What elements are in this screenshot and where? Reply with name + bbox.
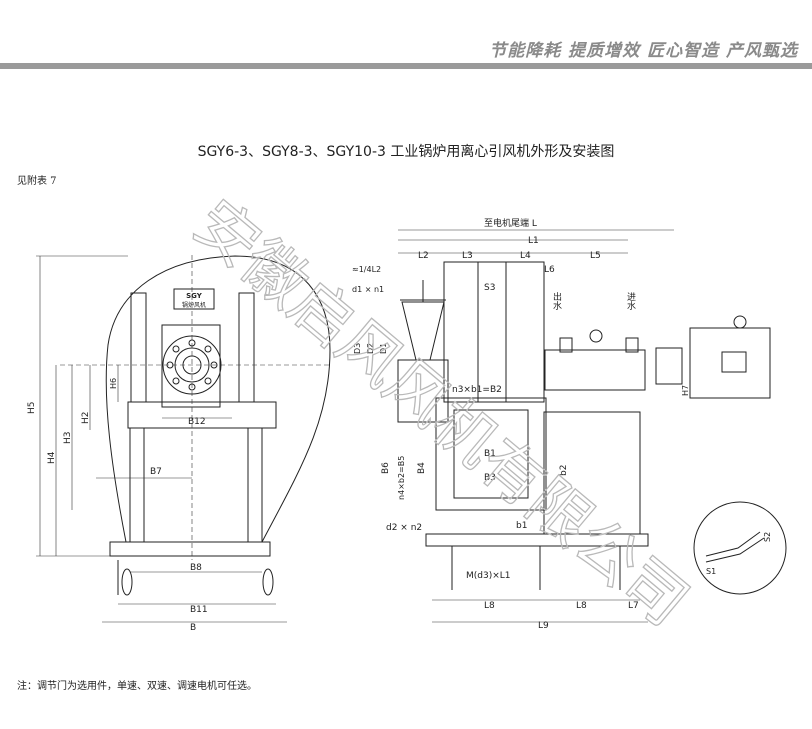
side-view: 至电机尾端 L L1 L2 L3 L4 L5 L6 ≈1/4L2 d1 × n1… bbox=[352, 217, 771, 631]
dim-D1: D1 bbox=[379, 343, 388, 354]
dim-d1n1: d1 × n1 bbox=[352, 285, 384, 294]
dim-n4b2: n4×b2=B5 bbox=[397, 456, 406, 500]
dim-H4: H4 bbox=[47, 451, 57, 464]
dim-L6: L6 bbox=[544, 265, 555, 275]
label-S3: S3 bbox=[484, 283, 495, 293]
dim-B1: B1 bbox=[484, 449, 496, 459]
hub-bolt bbox=[172, 377, 180, 385]
dim-B12: B12 bbox=[188, 417, 206, 427]
side-base bbox=[425, 533, 649, 547]
dim-B7: B7 bbox=[150, 467, 162, 477]
dim-L3: L3 bbox=[462, 251, 473, 261]
page-title: SGY6-3、SGY8-3、SGY10-3 工业锅炉用离心引风机外形及安装图 bbox=[197, 144, 615, 160]
detail-view: S1 S2 bbox=[693, 501, 787, 595]
front-stand-right bbox=[247, 427, 263, 543]
dim-b1: b1 bbox=[516, 521, 527, 531]
hub-bolt bbox=[204, 377, 212, 385]
dim-L9: L9 bbox=[538, 621, 549, 631]
dim-H2: H2 bbox=[81, 412, 91, 425]
dim-H3: H3 bbox=[63, 432, 73, 445]
front-stand-left bbox=[129, 427, 145, 543]
anchor-hook-right bbox=[262, 568, 274, 596]
footnote: 注：调节门为选用件，单速、双速、调速电机可任选。 bbox=[17, 681, 257, 692]
dim-B4: B4 bbox=[417, 462, 427, 474]
label-outlet-water: 出水 bbox=[551, 291, 562, 310]
dim-B3: B3 bbox=[484, 473, 496, 483]
bearing-housing bbox=[161, 324, 221, 408]
dim-L8-a: L8 bbox=[484, 601, 495, 611]
label-S1: S1 bbox=[706, 567, 716, 576]
dim-D2: D2 bbox=[366, 343, 375, 354]
dim-L4: L4 bbox=[520, 251, 531, 261]
dim-b2: b2 bbox=[559, 465, 569, 476]
dim-L8-b: L8 bbox=[576, 601, 587, 611]
nameplate bbox=[173, 288, 215, 310]
dim-H5: H5 bbox=[27, 402, 37, 415]
dim-L2: L2 bbox=[418, 251, 429, 261]
dim-B6: B6 bbox=[381, 462, 391, 474]
header-slogan: 节能降耗 提质增效 匠心智造 产风甄选 bbox=[489, 41, 798, 61]
bearing-frame bbox=[127, 401, 277, 429]
dim-L-motor: 至电机尾端 L bbox=[484, 217, 537, 229]
dim-bolt: M(d3)×L1 bbox=[466, 571, 511, 581]
hub-bolt bbox=[172, 345, 180, 353]
nameplate-brand: SGY bbox=[186, 292, 203, 300]
dim-B8: B8 bbox=[190, 563, 202, 573]
header-divider bbox=[0, 63, 812, 69]
outlet-flange bbox=[435, 397, 547, 511]
coupling bbox=[655, 347, 683, 385]
label-inlet-water: 进水 bbox=[625, 292, 636, 310]
hub-bolt bbox=[204, 345, 212, 353]
side-casing bbox=[443, 261, 545, 403]
front-pillar-left bbox=[130, 292, 147, 403]
front-pillar-right bbox=[238, 292, 255, 403]
bearing-box bbox=[544, 349, 646, 391]
dim-L1: L1 bbox=[528, 236, 539, 246]
dim-L7: L7 bbox=[628, 601, 639, 611]
dim-B11: B11 bbox=[190, 605, 208, 615]
label-S2: S2 bbox=[763, 532, 772, 542]
dim-quarter-L2: ≈1/4L2 bbox=[352, 265, 381, 274]
fan-casing bbox=[105, 255, 331, 543]
dim-L5: L5 bbox=[590, 251, 601, 261]
front-view: SGY 锅炉风机 H5 H4 H3 H2 H6 B12 bbox=[27, 255, 331, 633]
dim-H7: H7 bbox=[681, 385, 690, 396]
dim-n3b1: n3×b1=B2 bbox=[452, 385, 502, 395]
anchor-hook-left bbox=[121, 568, 133, 596]
motor bbox=[689, 327, 771, 399]
front-base bbox=[109, 541, 271, 557]
dim-B: B bbox=[190, 623, 196, 633]
nameplate-text: 锅炉风机 bbox=[182, 301, 206, 309]
reference-note: 见附表 7 bbox=[17, 176, 57, 187]
dim-H6: H6 bbox=[109, 378, 118, 389]
detail-circle bbox=[693, 501, 787, 595]
dim-D3: D3 bbox=[353, 343, 362, 354]
dim-d2n2: d2 × n2 bbox=[386, 523, 422, 533]
